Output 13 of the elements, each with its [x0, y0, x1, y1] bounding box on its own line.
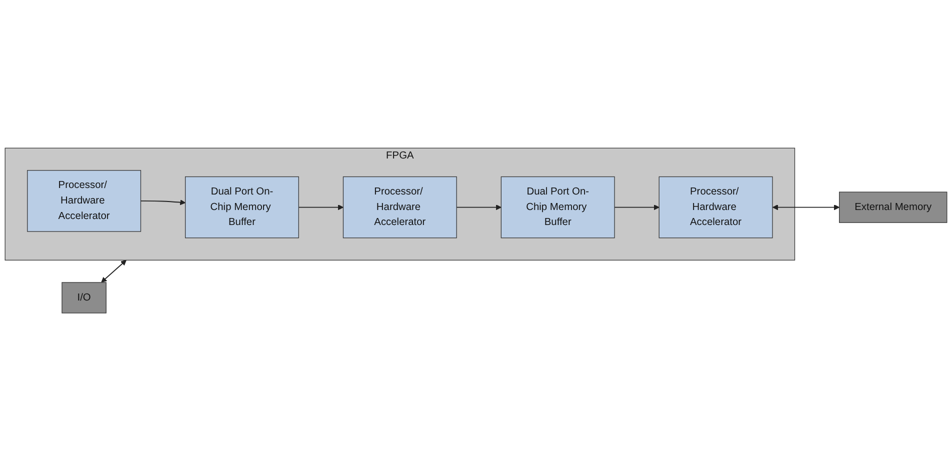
node-box: Dual Port On-Chip Memory Buffer — [500, 176, 615, 238]
node-box: External Memory — [839, 192, 948, 223]
node-box: Dual Port On-Chip Memory Buffer — [185, 176, 299, 238]
node-box: Processor/ Hardware Accelerator — [658, 176, 773, 238]
arrow — [101, 260, 126, 282]
arrow — [456, 204, 502, 210]
arrow — [614, 204, 660, 210]
arrow — [772, 204, 840, 210]
node-box: I/O — [62, 282, 106, 314]
node-box: Processor/ Hardware Accelerator — [27, 170, 142, 232]
arrow — [298, 204, 344, 210]
node-box: Processor/ Hardware Accelerator — [342, 176, 457, 238]
arrow — [140, 199, 186, 206]
